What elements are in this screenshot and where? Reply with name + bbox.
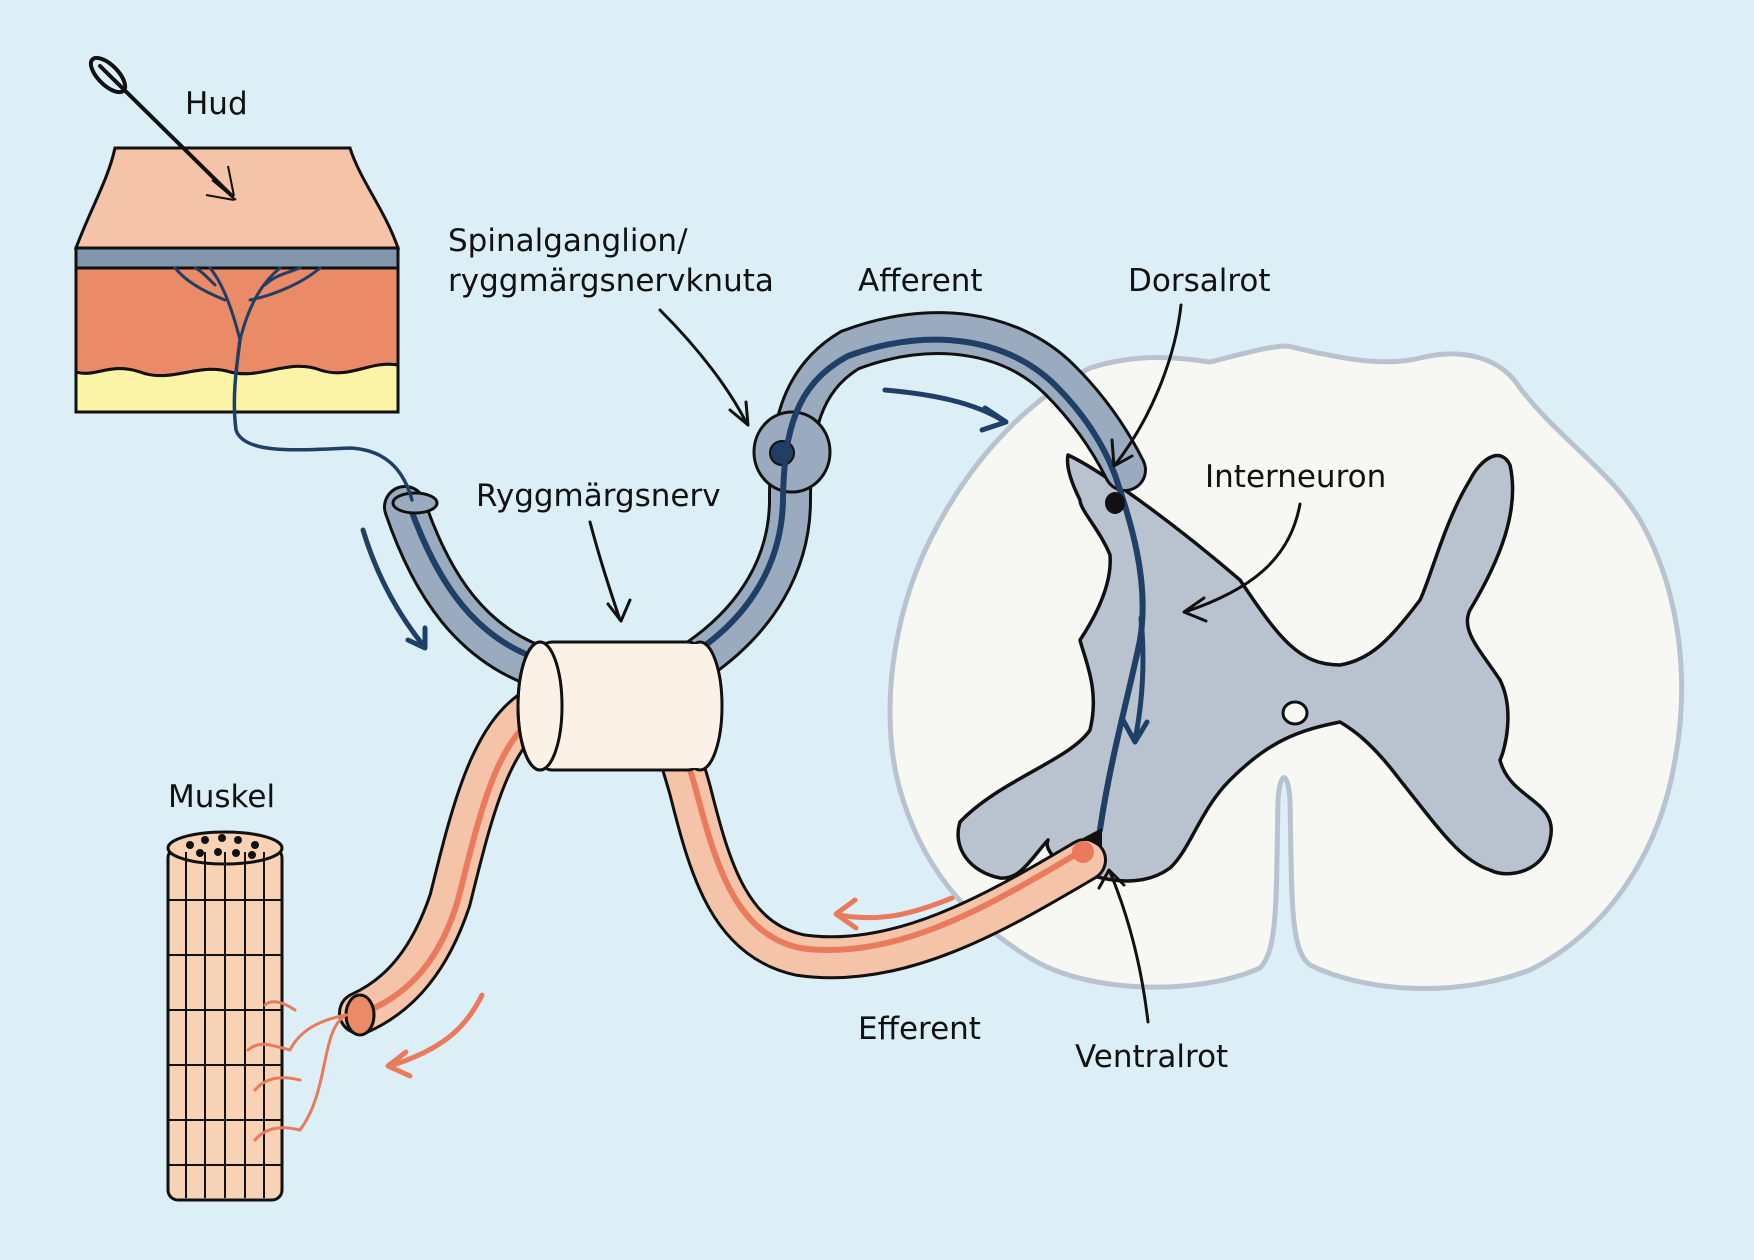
efferent-direction-arrows — [385, 895, 955, 1079]
afferent-nerve-cut-end — [391, 491, 439, 515]
label-spinalganglion-line2: ryggmärgsnervknuta — [448, 263, 774, 299]
label-ryggmargsnerv: Ryggmärgsnerv — [476, 478, 721, 514]
label-pointers — [588, 303, 1302, 1024]
needle-icon — [88, 55, 237, 201]
afferent-direction-arrows — [360, 387, 1150, 745]
efferent-nerve-cut-end — [344, 993, 376, 1037]
label-interneuron: Interneuron — [1205, 459, 1387, 495]
sensory-axon — [232, 338, 414, 502]
label-ventralrot: Ventralrot — [1075, 1039, 1229, 1075]
dorsal-horn-terminal — [1105, 492, 1125, 514]
label-muskel: Muskel — [168, 779, 276, 815]
label-dorsalrot: Dorsalrot — [1128, 263, 1271, 299]
label-afferent: Afferent — [858, 263, 983, 299]
label-spinalganglion-line1: Spinalganglion/ — [448, 223, 688, 259]
label-efferent: Efferent — [858, 1011, 981, 1047]
ventral-horn-cell-body — [1072, 841, 1094, 863]
muscle-bundle-icon — [166, 830, 348, 1202]
central-canal — [1281, 700, 1309, 726]
label-hud: Hud — [185, 86, 248, 122]
skin-layers-icon — [73, 146, 414, 502]
spinal-cord-grey-matter — [956, 453, 1554, 883]
synapse-triangle — [1083, 828, 1102, 848]
